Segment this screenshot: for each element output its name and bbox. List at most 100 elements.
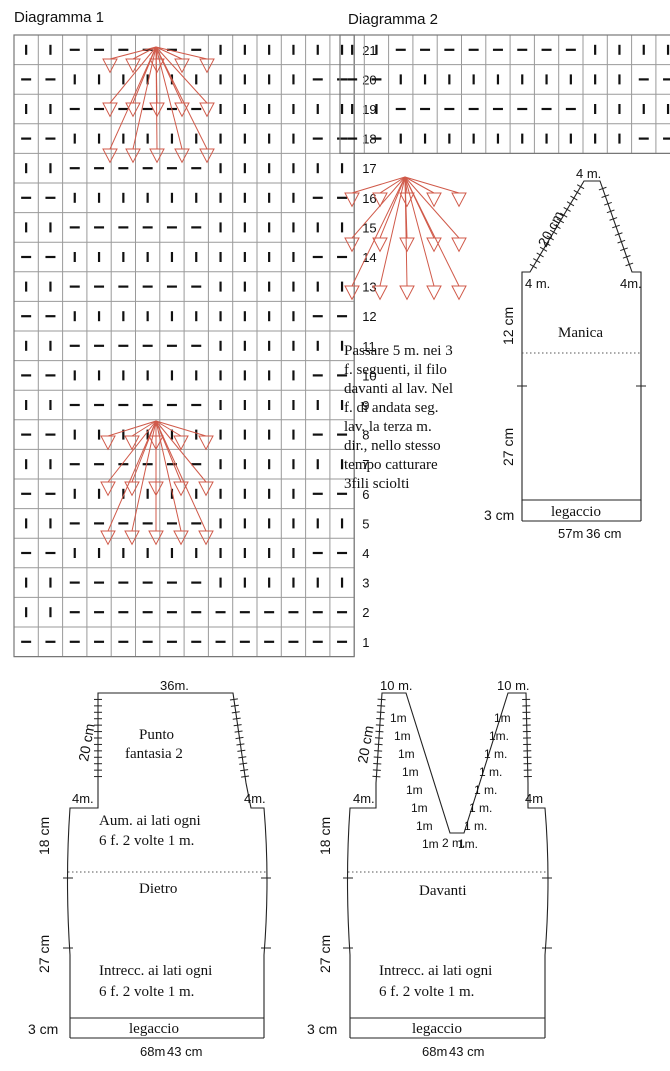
slip-triangle [200, 59, 214, 72]
row-number: 14 [362, 250, 376, 265]
back-upper-height: 18 cm [36, 817, 52, 855]
back-name: Dietro [139, 881, 177, 897]
slip-triangle [126, 149, 140, 162]
front-name: Davanti [419, 883, 466, 899]
diagram1-slip-symbols [101, 47, 214, 544]
sleeve-name: Manica [558, 325, 603, 341]
shaping-tick [239, 763, 247, 764]
back-left-armhole: 4m. [72, 791, 94, 806]
slip-strand [108, 421, 156, 482]
front-border-label: legaccio [412, 1021, 462, 1037]
slip-triangle [126, 59, 140, 72]
row-number: 15 [362, 220, 376, 235]
neck-step-right: 1 m. [464, 819, 487, 833]
shaping-tick [238, 757, 246, 758]
diagram1-title: Diagramma 1 [14, 9, 104, 26]
shaping-tick [574, 190, 581, 194]
front-right-top: 10 m. [497, 678, 530, 693]
back-shoulder-height: 20 cm [75, 722, 97, 762]
shaping-tick [378, 699, 386, 700]
slip-triangle [125, 436, 139, 449]
slip-strand [380, 177, 405, 238]
row-number: 4 [362, 546, 369, 561]
back-top-label: 36m. [160, 678, 189, 693]
shaping-tick [234, 725, 242, 726]
neck-step-right: 1 m. [484, 747, 507, 761]
neck-step-left: 1m [398, 747, 415, 761]
slip-triangle [125, 482, 139, 495]
front-width-cm: 43 cm [449, 1044, 484, 1059]
note-line: dir., nello stesso [344, 438, 441, 454]
sleeve-width-cm: 36 cm [586, 526, 621, 541]
shaping-tick [375, 738, 383, 739]
sleeve-border-label: legaccio [551, 504, 601, 520]
slip-strand [352, 177, 405, 238]
sleeve-lower-height: 27 cm [500, 428, 516, 466]
shaping-tick [373, 763, 381, 764]
slip-triangle [345, 193, 359, 206]
slip-strand [156, 421, 206, 531]
slip-triangle [199, 436, 213, 449]
sleeve-border-height: 3 cm [484, 507, 514, 523]
row-number: 13 [362, 280, 376, 295]
back-schematic: 36m. 20 cm Punto fantasia 2 4m. 4m. 18 c… [28, 678, 271, 1059]
neck-step-right: 1 m. [474, 783, 497, 797]
slip-triangle [103, 59, 117, 72]
shaping-tick [374, 757, 382, 758]
shaping-tick [373, 770, 381, 771]
shaping-tick [236, 737, 244, 738]
row-number: 5 [362, 516, 369, 531]
front-right-armhole: 4m [525, 791, 543, 806]
front-decrease-line1: Intrecc. ai lati ogni [379, 963, 492, 979]
sleeve-right-shoulder: 4m. [620, 276, 642, 291]
back-right-armhole: 4m. [244, 791, 266, 806]
slip-strand [156, 421, 206, 482]
slip-triangle [400, 238, 414, 251]
slip-stitch-note: Passare 5 m. nei 3 f. seguenti, il filo … [344, 343, 453, 492]
slip-triangle [199, 531, 213, 544]
slip-strand [156, 47, 157, 149]
slip-triangle [150, 149, 164, 162]
shaping-tick [533, 259, 540, 263]
slip-triangle [103, 103, 117, 116]
back-increase-line1: Aum. ai lati ogni [99, 813, 201, 829]
slip-triangle [400, 286, 414, 299]
shaping-tick [237, 750, 245, 751]
shaping-tick [235, 731, 243, 732]
slip-triangle [427, 286, 441, 299]
neck-step-right: 1m [494, 711, 511, 725]
front-neck-steps: 1m 1m 1m 1m 1m 1m 1m 1m 1m 1m. 1 m. 1 m.… [390, 711, 511, 851]
slip-strand [405, 177, 459, 193]
slip-triangle [452, 238, 466, 251]
front-left-armhole: 4m. [353, 791, 375, 806]
front-left-top: 10 m. [380, 678, 413, 693]
slip-triangle [101, 531, 115, 544]
sleeve-cap-height: 20 cm [535, 208, 567, 249]
neck-step-right: 1 m. [479, 765, 502, 779]
sleeve-schematic: 4 m. 4 m. 4m. 20 cm 12 cm Manica 27 cm 3… [484, 166, 646, 541]
front-border-height: 3 cm [307, 1021, 337, 1037]
back-decrease-line2: 6 f. 2 volte 1 m. [99, 984, 194, 1000]
back-width-stitches: 68m [140, 1044, 165, 1059]
slip-triangle [452, 193, 466, 206]
note-line: davanti al lav. Nel [344, 381, 453, 397]
neck-step-left: 1m [390, 711, 407, 725]
slip-strand [156, 47, 207, 149]
neck-step-left: 1m [411, 801, 428, 815]
shaping-tick [570, 196, 577, 200]
slip-strand [108, 421, 156, 436]
back-pattern-line2: fantasia 2 [125, 746, 183, 762]
slip-triangle [199, 482, 213, 495]
slip-triangle [452, 286, 466, 299]
slip-triangle [200, 103, 214, 116]
shaping-tick [577, 185, 584, 189]
slip-triangle [174, 436, 188, 449]
shaping-tick [240, 770, 248, 771]
row-number: 1 [362, 635, 369, 650]
front-shoulder-height: 20 cm [354, 724, 376, 764]
slip-triangle [101, 482, 115, 495]
front-upper-height: 18 cm [317, 817, 333, 855]
